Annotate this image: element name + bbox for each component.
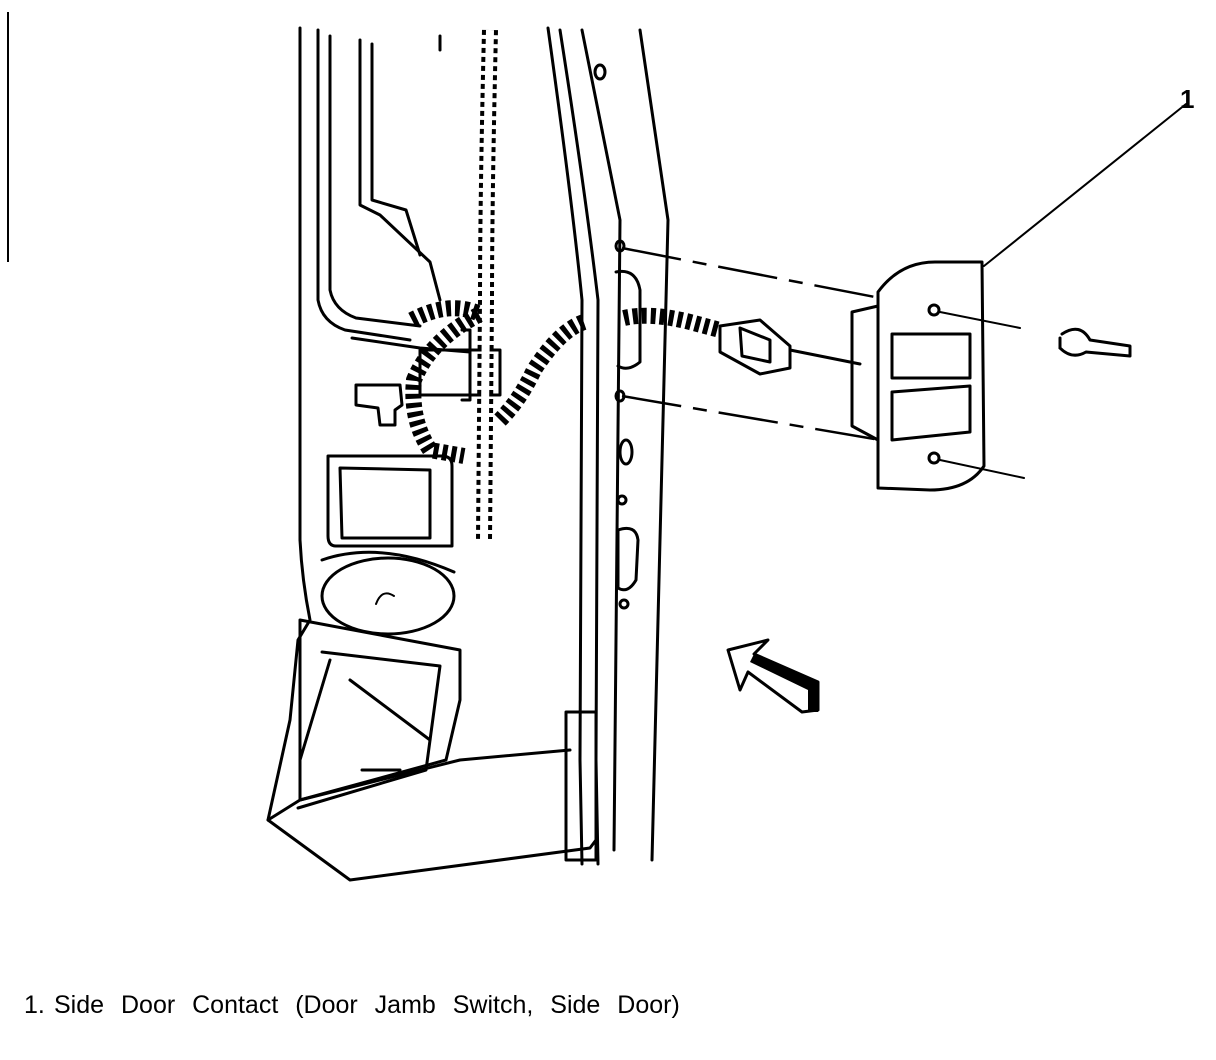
- legend-item-number: 1.: [24, 991, 45, 1019]
- door-jamb-switch-icon: [852, 262, 1024, 490]
- door-pillar: [268, 28, 596, 880]
- door-edge: [548, 28, 668, 864]
- page-margin-mark: [7, 12, 9, 262]
- callout-leader-line: [984, 104, 1186, 266]
- view-direction-arrow-icon: [728, 640, 818, 712]
- legend-item: 1. Side Door Contact (Door Jamb Switch, …: [24, 988, 704, 1022]
- wiring-harness: [412, 30, 720, 540]
- alignment-line-upper: [622, 248, 880, 298]
- connector-icon: [720, 320, 860, 374]
- screw-icon: [1060, 329, 1130, 356]
- alignment-line-lower: [622, 396, 880, 440]
- legend-item-text: Side Door Contact (Door Jamb Switch, Sid…: [54, 991, 680, 1019]
- door-jamb-switch-installation-diagram: [0, 0, 1216, 960]
- callout-number-1: 1: [1180, 84, 1195, 114]
- legend: 1. Side Door Contact (Door Jamb Switch, …: [24, 988, 704, 1022]
